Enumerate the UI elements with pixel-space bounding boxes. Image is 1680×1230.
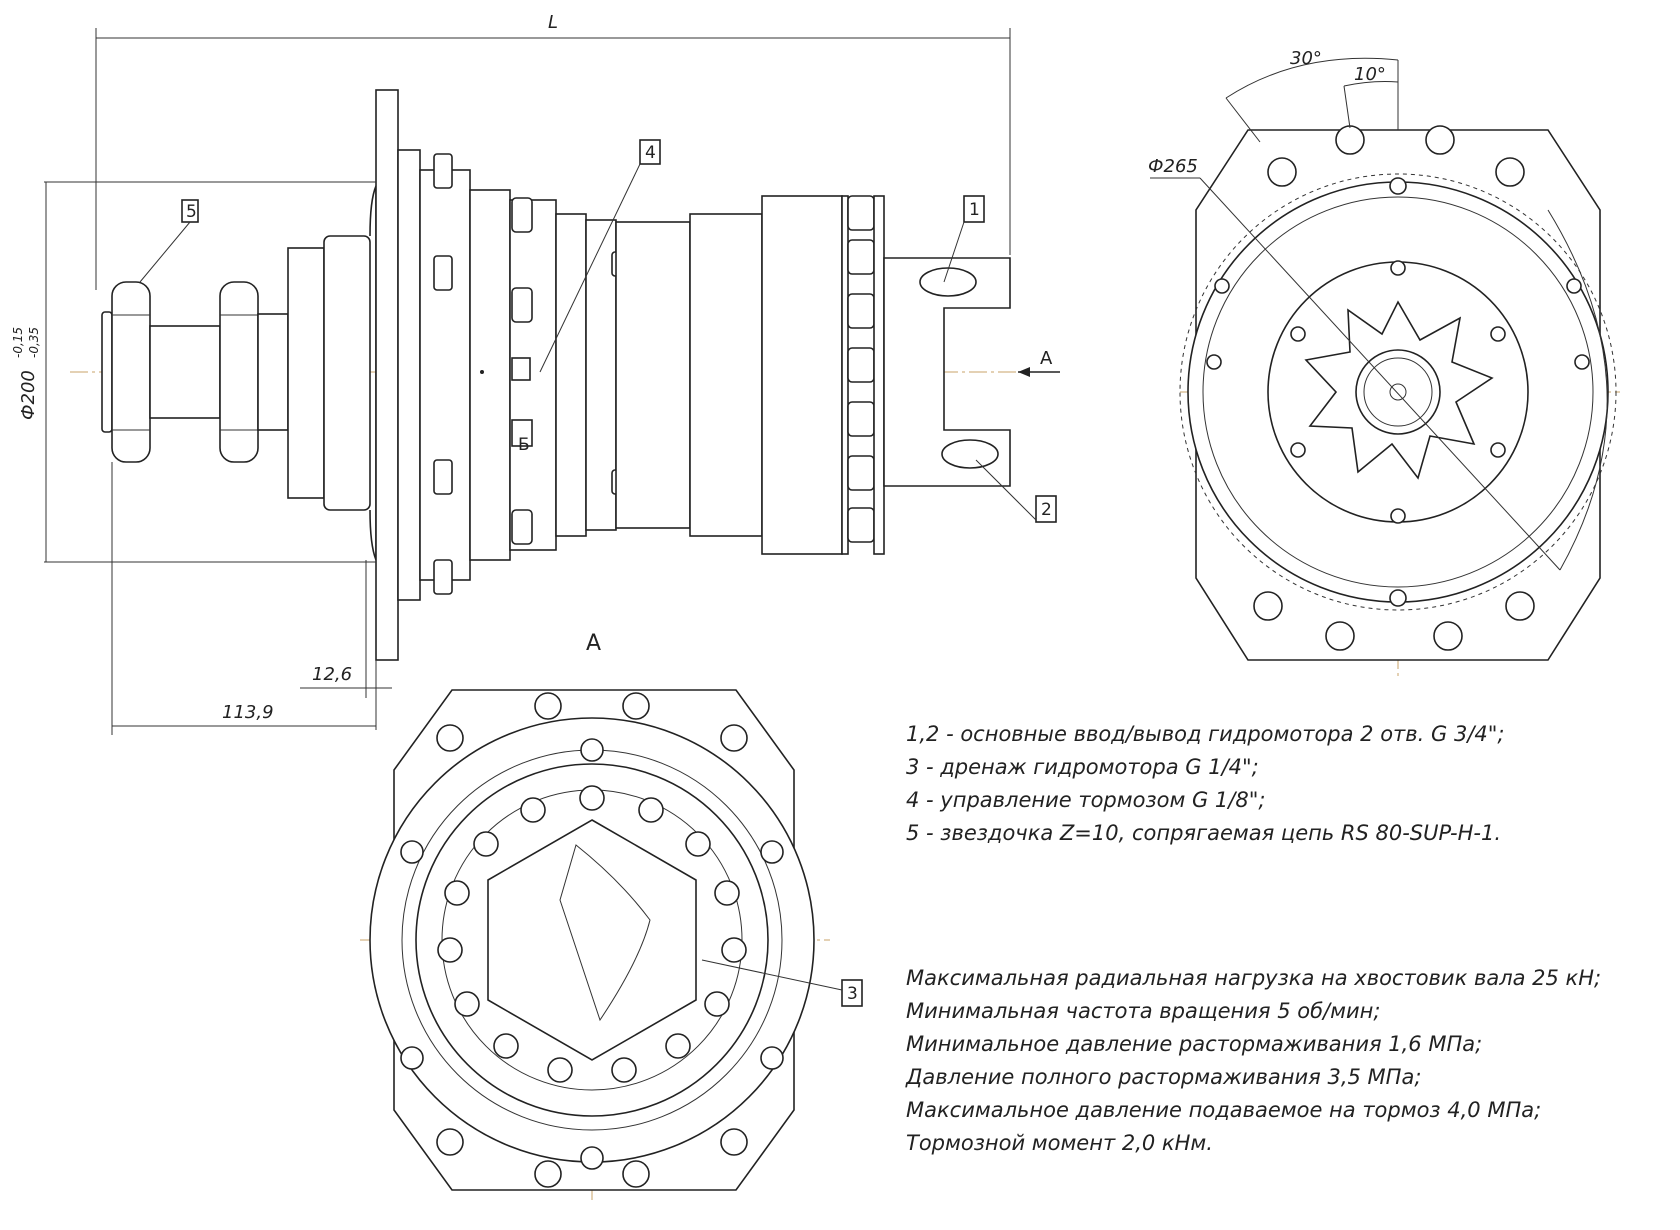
dim-diameter-200: Ф200 (18, 370, 39, 420)
callout-3: 3 (847, 984, 858, 1004)
view-a-bolt-ring (437, 785, 747, 1083)
front-view: Ф265 30° 10° (1148, 48, 1620, 680)
port-note-5: 5 - звездочка Z=10, сопрягаемая цепь RS … (906, 821, 1501, 845)
view-a-arrow-label: A (1040, 348, 1053, 369)
view-a-title: A (586, 631, 601, 656)
dim-diameter-200-upper-tol: -0,15 (11, 327, 25, 358)
hex-socket-icon (487, 819, 697, 1061)
side-view: L Б (11, 12, 1060, 735)
spec-notes: Максимальная радиальная нагрузка на хвос… (906, 962, 1601, 1160)
port-note-1-2: 1,2 - основные ввод/вывод гидромотора 2 … (906, 722, 1505, 746)
callout-4: 4 (645, 143, 656, 163)
view-a: A (360, 631, 863, 1200)
spec-full-release-pressure: Давление полного растормаживания 3,5 МПа… (906, 1065, 1422, 1089)
dim-12-6: 12,6 (312, 664, 352, 685)
dim-113-9: 113,9 (222, 702, 274, 723)
port-notes: 1,2 - основные ввод/вывод гидромотора 2 … (906, 718, 1505, 850)
port-note-3: 3 - дренаж гидромотора G 1/4"; (906, 755, 1259, 779)
spec-brake-torque: Тормозной момент 2,0 кНм. (906, 1131, 1213, 1155)
dim-diameter-265: Ф265 (1148, 156, 1198, 177)
spec-radial-load: Максимальная радиальная нагрузка на хвос… (906, 966, 1602, 990)
spec-max-brake-pressure: Максимальное давление подаваемое на торм… (906, 1098, 1542, 1122)
view-a-flange-holes (400, 692, 784, 1188)
callout-1: 1 (969, 200, 980, 220)
callout-2: 2 (1041, 500, 1052, 520)
dim-diameter-200-lower-tol: -0,35 (27, 327, 41, 358)
callout-5: 5 (186, 202, 197, 222)
dim-angle-10: 10° (1354, 64, 1386, 85)
spec-min-release-pressure: Минимальное давление растормаживания 1,6… (906, 1032, 1483, 1056)
spec-min-speed: Минимальная частота вращения 5 об/мин; (906, 999, 1381, 1023)
flange-holes (1206, 125, 1590, 651)
dim-angle-30: 30° (1290, 48, 1322, 69)
port-b-label: Б (518, 435, 530, 455)
port-note-4: 4 - управление тормозом G 1/8"; (906, 788, 1266, 812)
dim-length-label: L (548, 12, 558, 33)
